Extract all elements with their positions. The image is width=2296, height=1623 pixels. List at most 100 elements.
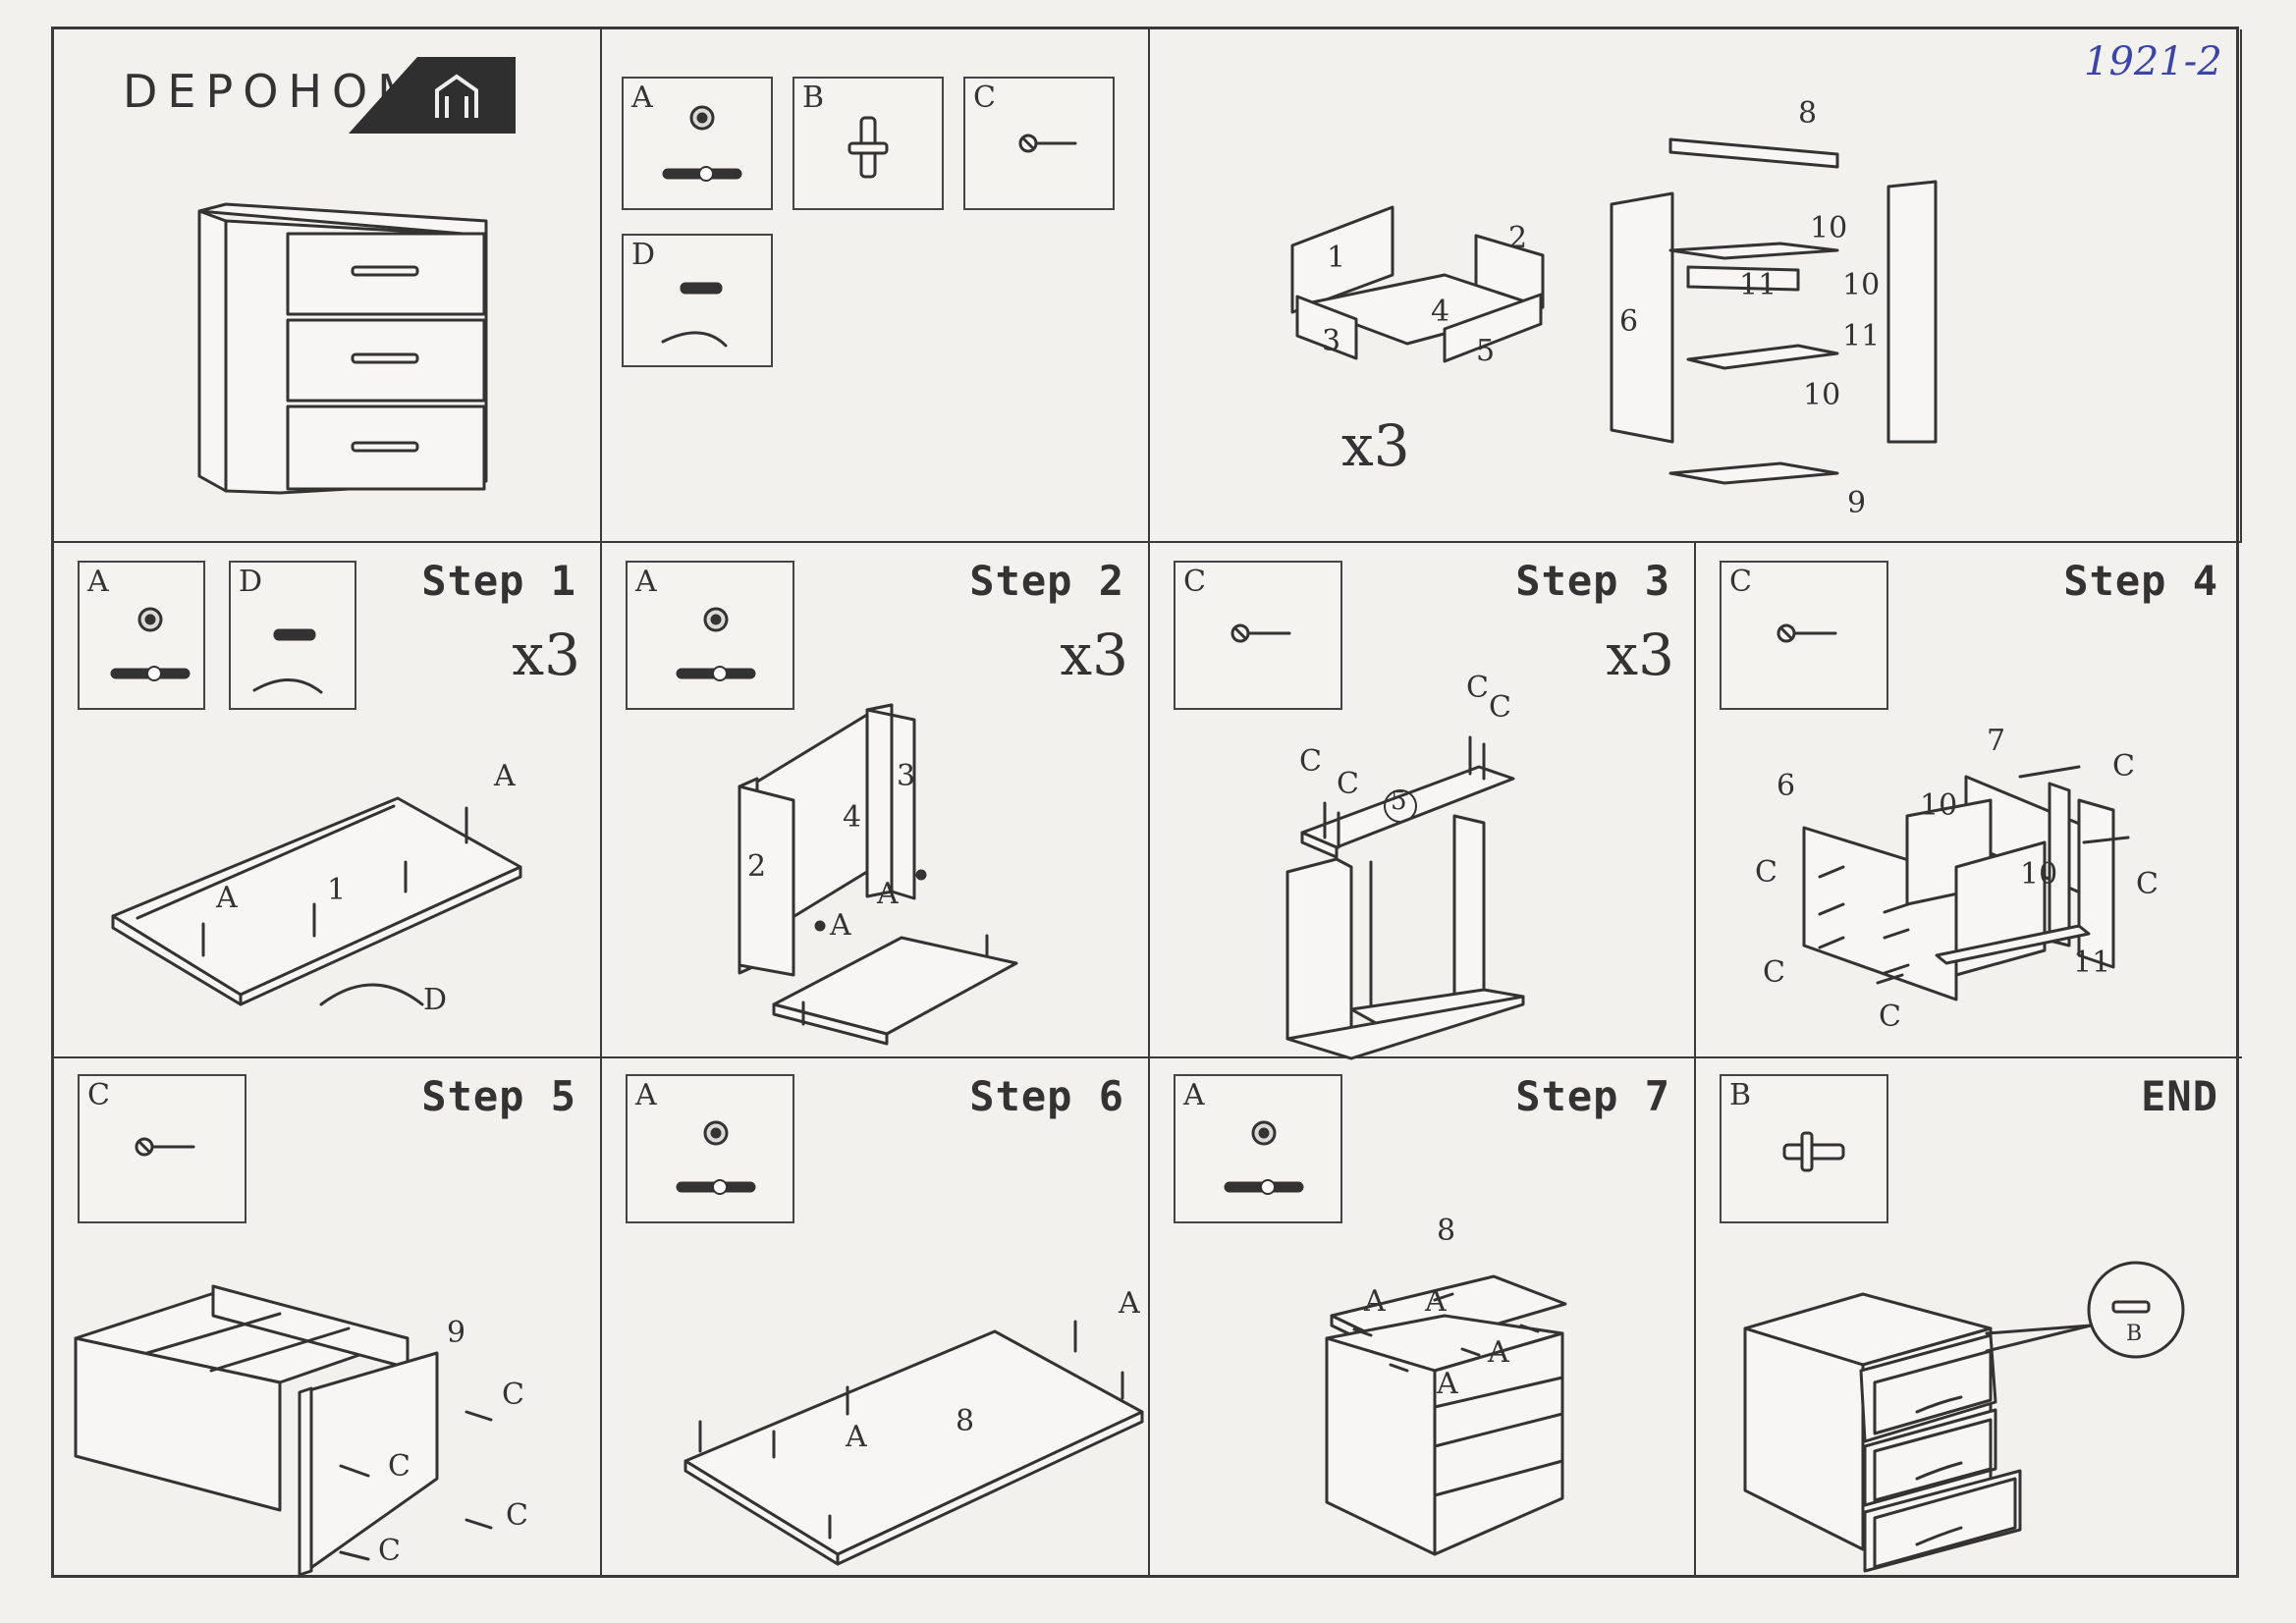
drawer-back-assembly-drawing [1285, 735, 1525, 1060]
part-label: A [631, 81, 653, 115]
step-label: 7 [1987, 724, 2006, 758]
step-label: A [877, 877, 899, 911]
screw-icon [1018, 134, 1077, 153]
part-label: C [1729, 565, 1752, 599]
part-box-d: D [622, 234, 773, 367]
panel-number: 10 [1803, 378, 1841, 412]
step-title: Step 2 [969, 557, 1124, 605]
step-multiplier: x3 [512, 622, 580, 688]
top-panel-with-connectors-drawing [683, 1320, 1144, 1566]
step-title: END [2141, 1072, 2218, 1120]
cell-parts-list: A B C D [602, 29, 1150, 543]
step-title: Step 3 [1515, 557, 1670, 605]
step-label: C [1879, 1000, 1901, 1034]
cam-lock-connector-icon [676, 607, 756, 681]
cam-lock-connector-icon [676, 1120, 756, 1195]
part-label: A [635, 1078, 657, 1112]
step-label: A [1425, 1284, 1447, 1319]
cell-step-1: Step 1 x3 A D A A [54, 543, 602, 1058]
step-label: C [388, 1449, 410, 1484]
screw-icon [135, 1137, 195, 1157]
panel-number: 9 [1847, 486, 1867, 520]
step-label: A [494, 759, 516, 793]
part-box-b: B [793, 77, 944, 210]
shelf-pin-icon [1782, 1131, 1845, 1172]
part-box-d: D [229, 561, 356, 710]
cell-step-7: Step 7 A 8 A A A A [1150, 1058, 1696, 1578]
finished-dresser-drawing [1743, 1261, 2185, 1573]
step-label: A [1437, 1367, 1458, 1401]
cell-step-3: Step 3 x3 C C C C C 5 [1150, 543, 1696, 1060]
cell-step-6: Step 6 A A 8 A [602, 1058, 1150, 1578]
panel-number: 4 [1431, 295, 1450, 329]
step-label: C [2136, 867, 2159, 901]
panel-number: 8 [1798, 96, 1818, 131]
house-icon [349, 57, 516, 134]
handle-with-bolts-icon [252, 628, 323, 694]
step-multiplier: x3 [1060, 622, 1128, 688]
part-box-a: A [1174, 1074, 1342, 1223]
step-title: Step 5 [421, 1072, 576, 1120]
step-title: Step 4 [2063, 557, 2218, 605]
panel-number: 1 [1327, 241, 1346, 275]
carcass-back-panel-drawing [74, 1284, 493, 1577]
part-label: D [239, 565, 263, 599]
part-label: A [1183, 1078, 1205, 1112]
step-label: A [216, 881, 238, 915]
step-label: 10 [1920, 788, 1958, 823]
step-label: 4 [843, 800, 862, 835]
assembled-dresser-drawing [197, 202, 488, 495]
step-label: C [378, 1534, 401, 1568]
step-label: B [2126, 1322, 2143, 1346]
cell-step-2: Step 2 x3 A 4 3 2 A A [602, 543, 1150, 1058]
step-label: A [846, 1420, 867, 1454]
part-label: A [635, 565, 657, 599]
handwritten-model-code: 1921-2 [2084, 39, 2222, 84]
cam-lock-connector-icon [662, 105, 742, 182]
part-label: C [87, 1078, 110, 1112]
panel-number: 10 [1842, 268, 1881, 302]
part-box-c: C [1174, 561, 1342, 710]
step-label: 8 [1437, 1214, 1456, 1248]
screw-icon [1230, 623, 1291, 643]
step-label: 8 [956, 1404, 975, 1438]
step-label: C [1489, 690, 1511, 725]
step-title: Step 1 [421, 557, 576, 605]
part-box-c: C [963, 77, 1115, 210]
cell-panel-overview: 1 2 3 4 5 x3 8 10 11 10 6 11 10 9 [1150, 29, 2242, 543]
step-label: C [1337, 767, 1359, 801]
top-panel-mounting-drawing [1325, 1274, 1567, 1556]
drawer-sides-assembly-drawing [738, 703, 1018, 1046]
exploded-drawer-box-drawing [1290, 205, 1545, 363]
step-label: C [1763, 955, 1785, 990]
step-label: 6 [1777, 769, 1796, 803]
step-label: 3 [897, 759, 916, 793]
step-title: Step 7 [1515, 1072, 1670, 1120]
step-label: C [1299, 744, 1322, 779]
carcass-frame-assembly-drawing [1802, 765, 2130, 1001]
step-label: C [2112, 749, 2135, 784]
part-label: C [1183, 565, 1206, 599]
part-label: B [802, 81, 825, 115]
step-label: 9 [447, 1316, 466, 1350]
panel-number: 3 [1322, 324, 1341, 358]
panel-number: 10 [1810, 211, 1848, 245]
cell-step-5: Step 5 C 9 C C C C [54, 1058, 602, 1578]
step-multiplier: x3 [1606, 622, 1674, 688]
part-box-a: A [626, 561, 794, 710]
step-label: C [1466, 671, 1489, 705]
cell-step-4: Step 4 C 7 C [1696, 543, 2242, 1058]
step-label: 5 [1391, 786, 1407, 816]
cell-end: END B B [1696, 1058, 2242, 1578]
part-box-a: A [626, 1074, 794, 1223]
step-title: Step 6 [969, 1072, 1124, 1120]
step-label: A [1364, 1284, 1386, 1319]
part-box-a: A [622, 77, 773, 210]
cell-cover: DEPOHOME [54, 29, 602, 543]
panel-number: 5 [1476, 334, 1496, 368]
panel-number: 2 [1508, 221, 1528, 255]
part-box-c: C [78, 1074, 246, 1223]
drawer-front-with-connectors-drawing [111, 796, 522, 1006]
part-label: B [1729, 1078, 1752, 1112]
step-label: A [1119, 1286, 1140, 1321]
